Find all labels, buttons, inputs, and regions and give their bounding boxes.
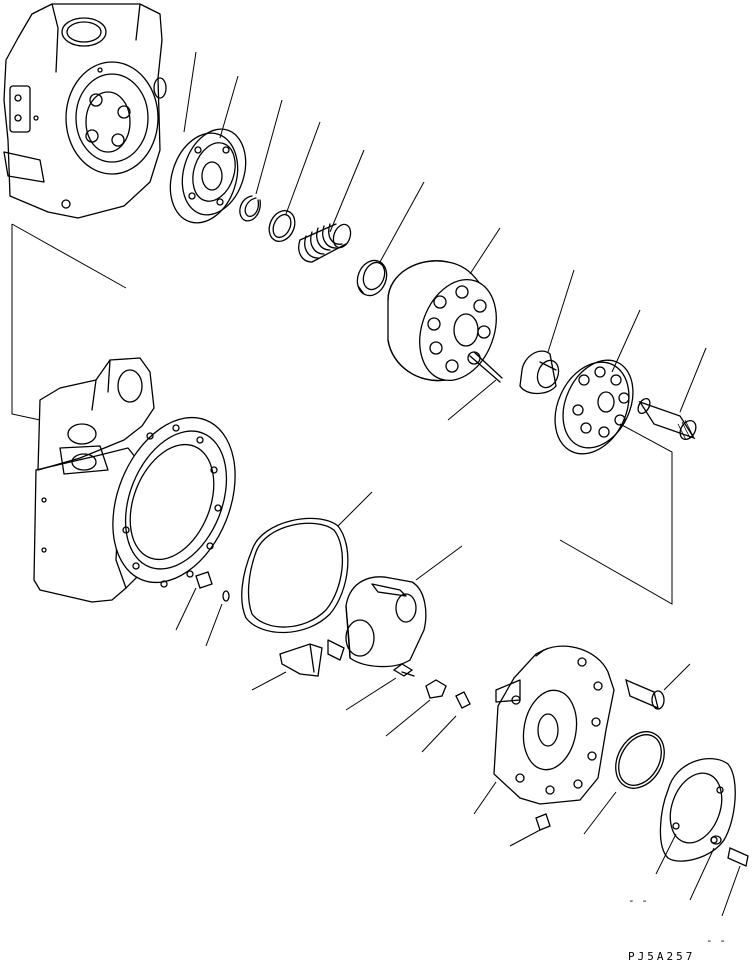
leader-lines [11, 51, 741, 917]
dowel-pin [195, 571, 230, 602]
snap-ring [239, 195, 261, 222]
drawing-code: PJ5A257 [628, 950, 696, 963]
shoe-block [279, 643, 323, 677]
cylinder-block [387, 260, 503, 383]
valve-plate [169, 128, 247, 224]
end-cover [493, 645, 615, 805]
pump-case [33, 357, 236, 603]
blank-mark-2: - - [706, 934, 726, 947]
swash-plate [327, 576, 427, 668]
small-o-ring [615, 731, 665, 789]
plug [535, 813, 551, 831]
washer-and-bolt [710, 835, 749, 867]
small-parts [392, 663, 471, 709]
drive-shaft [637, 397, 697, 441]
retainer-plate [554, 359, 634, 455]
ball-guide [519, 350, 560, 395]
large-o-ring [241, 517, 349, 634]
spring-seat [356, 259, 388, 297]
flange-plate [659, 758, 736, 862]
spacer-ring [268, 209, 296, 243]
coil-spring [298, 223, 352, 263]
top-casing [3, 3, 167, 219]
blank-mark-1: - - [628, 894, 648, 907]
hex-bolt [625, 678, 665, 710]
